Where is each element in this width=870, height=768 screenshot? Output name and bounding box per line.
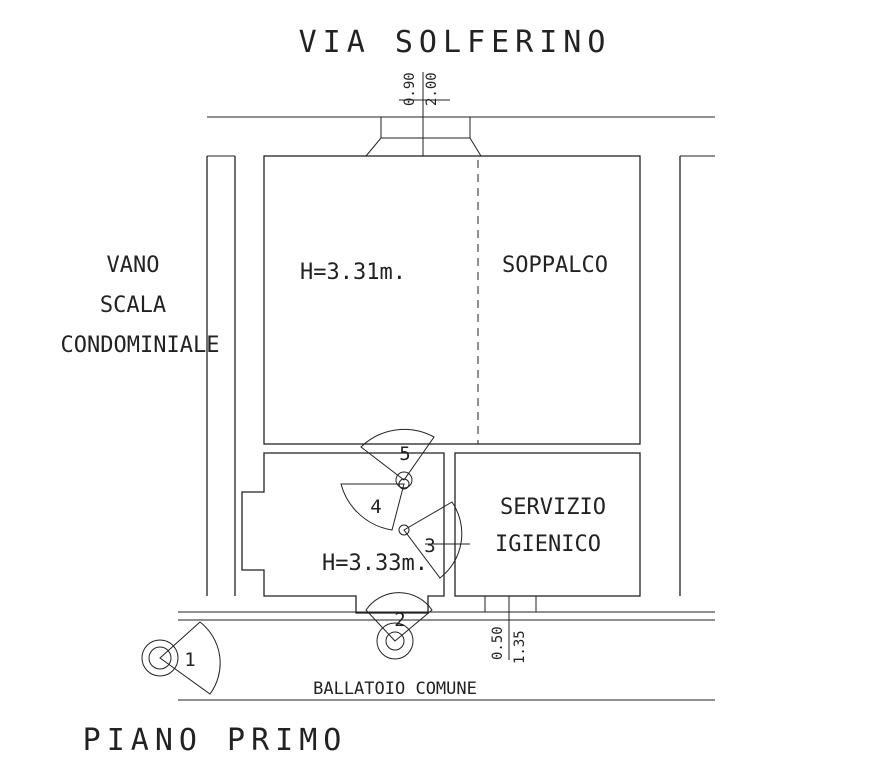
street-facade — [207, 116, 715, 157]
viewpoint-number: 2 — [394, 609, 405, 631]
lower-room-height: H=3.33m. — [322, 551, 428, 576]
bathroom-label-line-2: IGIENICO — [495, 532, 601, 557]
corridor-label: BALLATOIO COMUNE — [313, 679, 477, 699]
bath-window-dim-1: 0.50 — [490, 626, 506, 660]
top-window-dim-1: 0.90 — [402, 72, 418, 106]
mezzanine-label: SOPPALCO — [502, 253, 608, 278]
main-room-height: H=3.31m. — [300, 260, 406, 285]
floor-label: PIANO PRIMO — [83, 723, 348, 758]
viewpoint-1: 1 — [141, 621, 221, 695]
stair-label-line-3: CONDOMINIALE — [61, 333, 220, 358]
main-room — [263, 155, 641, 445]
viewpoint-number: 4 — [370, 496, 381, 518]
stair-label-line-1: VANO — [107, 253, 160, 278]
top-window — [365, 72, 482, 157]
viewpoint-3: 3 — [398, 501, 470, 579]
bathroom-label-line-1: SERVIZIO — [500, 495, 606, 520]
top-window-dim-2: 2.00 — [424, 72, 440, 106]
entrance-room — [241, 452, 445, 614]
viewpoint-4: 4 — [340, 478, 410, 531]
viewpoint-5: 5 — [360, 428, 435, 489]
viewpoint-number: 5 — [399, 443, 410, 465]
stair-label-line-2: SCALA — [100, 293, 166, 318]
street-label: VIA SOLFERINO — [299, 25, 612, 60]
viewpoint-number: 1 — [184, 649, 195, 671]
viewpoint-2: 2 — [365, 592, 433, 660]
bathroom — [454, 452, 641, 597]
corridor-lines — [178, 611, 715, 701]
bath-window-dim-2: 1.35 — [512, 630, 528, 664]
viewpoint-number: 3 — [424, 535, 435, 557]
stair-wall — [206, 156, 236, 596]
